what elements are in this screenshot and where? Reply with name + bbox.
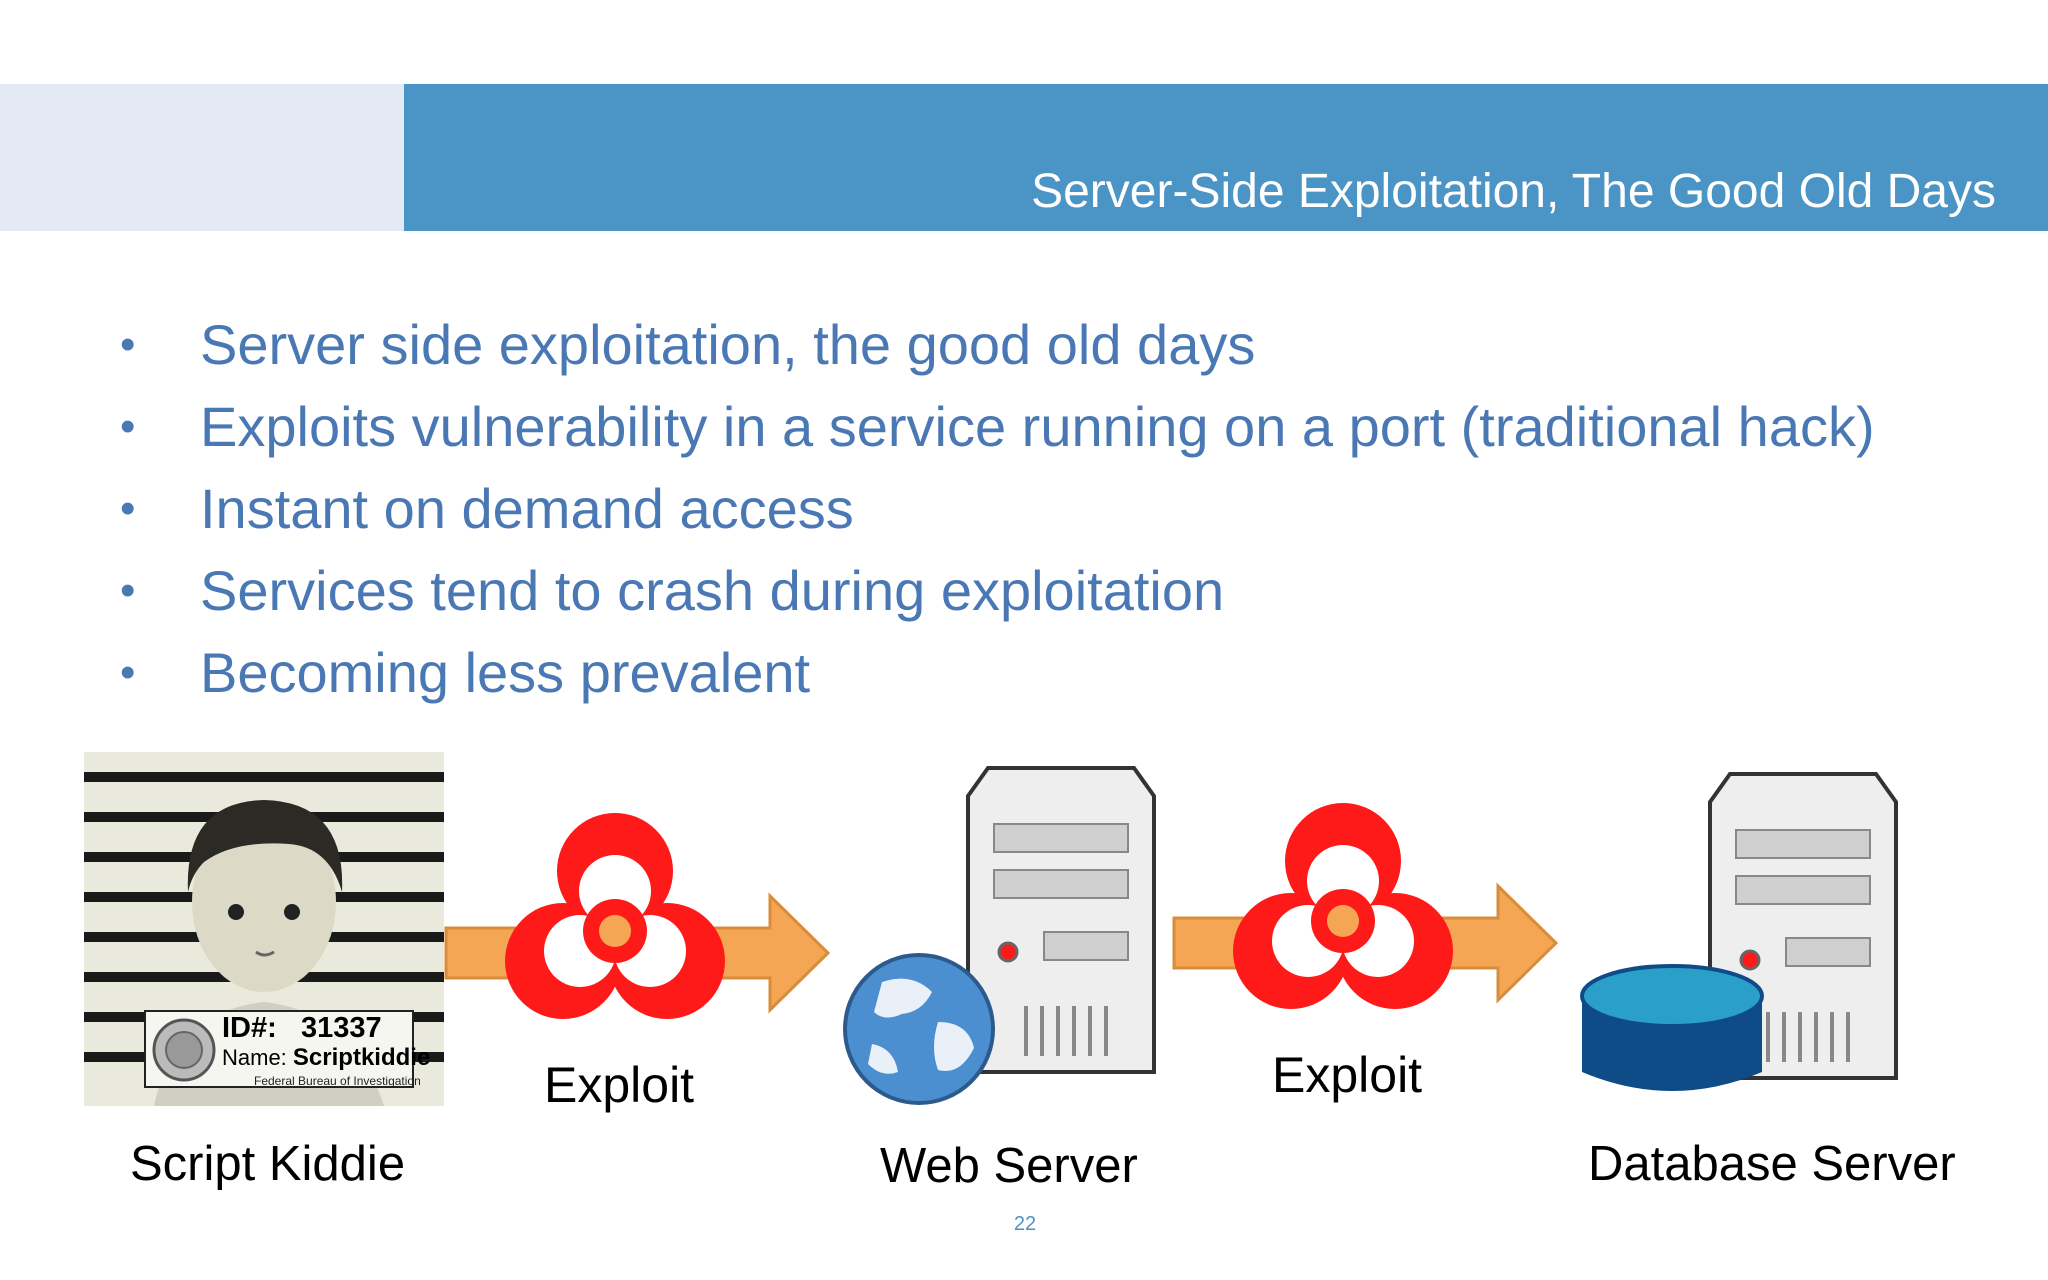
badge-id-value: 31337: [300, 1012, 382, 1044]
badge-agency: Federal Bureau of Investigation: [254, 1074, 421, 1088]
script-kiddie-label: Script Kiddie: [130, 1137, 406, 1191]
id-badge: [144, 1010, 414, 1088]
slide-title: Server-Side Exploitation, The Good Old D…: [1031, 165, 1996, 218]
database-server-label: Database Server: [1588, 1137, 1956, 1191]
biohazard-icon: [1233, 803, 1453, 1009]
bullet-dot: •: [120, 566, 136, 615]
badge-id-label: ID#:: [222, 1012, 277, 1044]
bullet-dot: •: [120, 648, 136, 697]
globe-icon: [843, 953, 995, 1105]
biohazard-icon: [505, 813, 725, 1019]
database-icon: [1580, 964, 1764, 1091]
exploit-label-1: Exploit: [544, 1057, 695, 1113]
badge-name-value: Scriptkiddie: [292, 1044, 431, 1071]
bullet-dot: •: [120, 484, 136, 533]
header-left-panel: [0, 84, 404, 231]
badge-id: ID#: 31337: [222, 1012, 382, 1045]
exploit-label-2: Exploit: [1272, 1047, 1423, 1103]
bullet-dot: •: [120, 402, 136, 451]
web-server-label: Web Server: [880, 1139, 1138, 1193]
badge-name-label: Name:: [222, 1045, 287, 1070]
badge-name: Name: Scriptkiddie: [222, 1044, 430, 1072]
bullet-dot: •: [120, 320, 136, 369]
server-tower-icon: [966, 766, 1156, 1074]
page-number: 22: [1013, 1213, 1037, 1235]
header-bar: Server-Side Exploitation, The Good Old D…: [404, 84, 2048, 231]
